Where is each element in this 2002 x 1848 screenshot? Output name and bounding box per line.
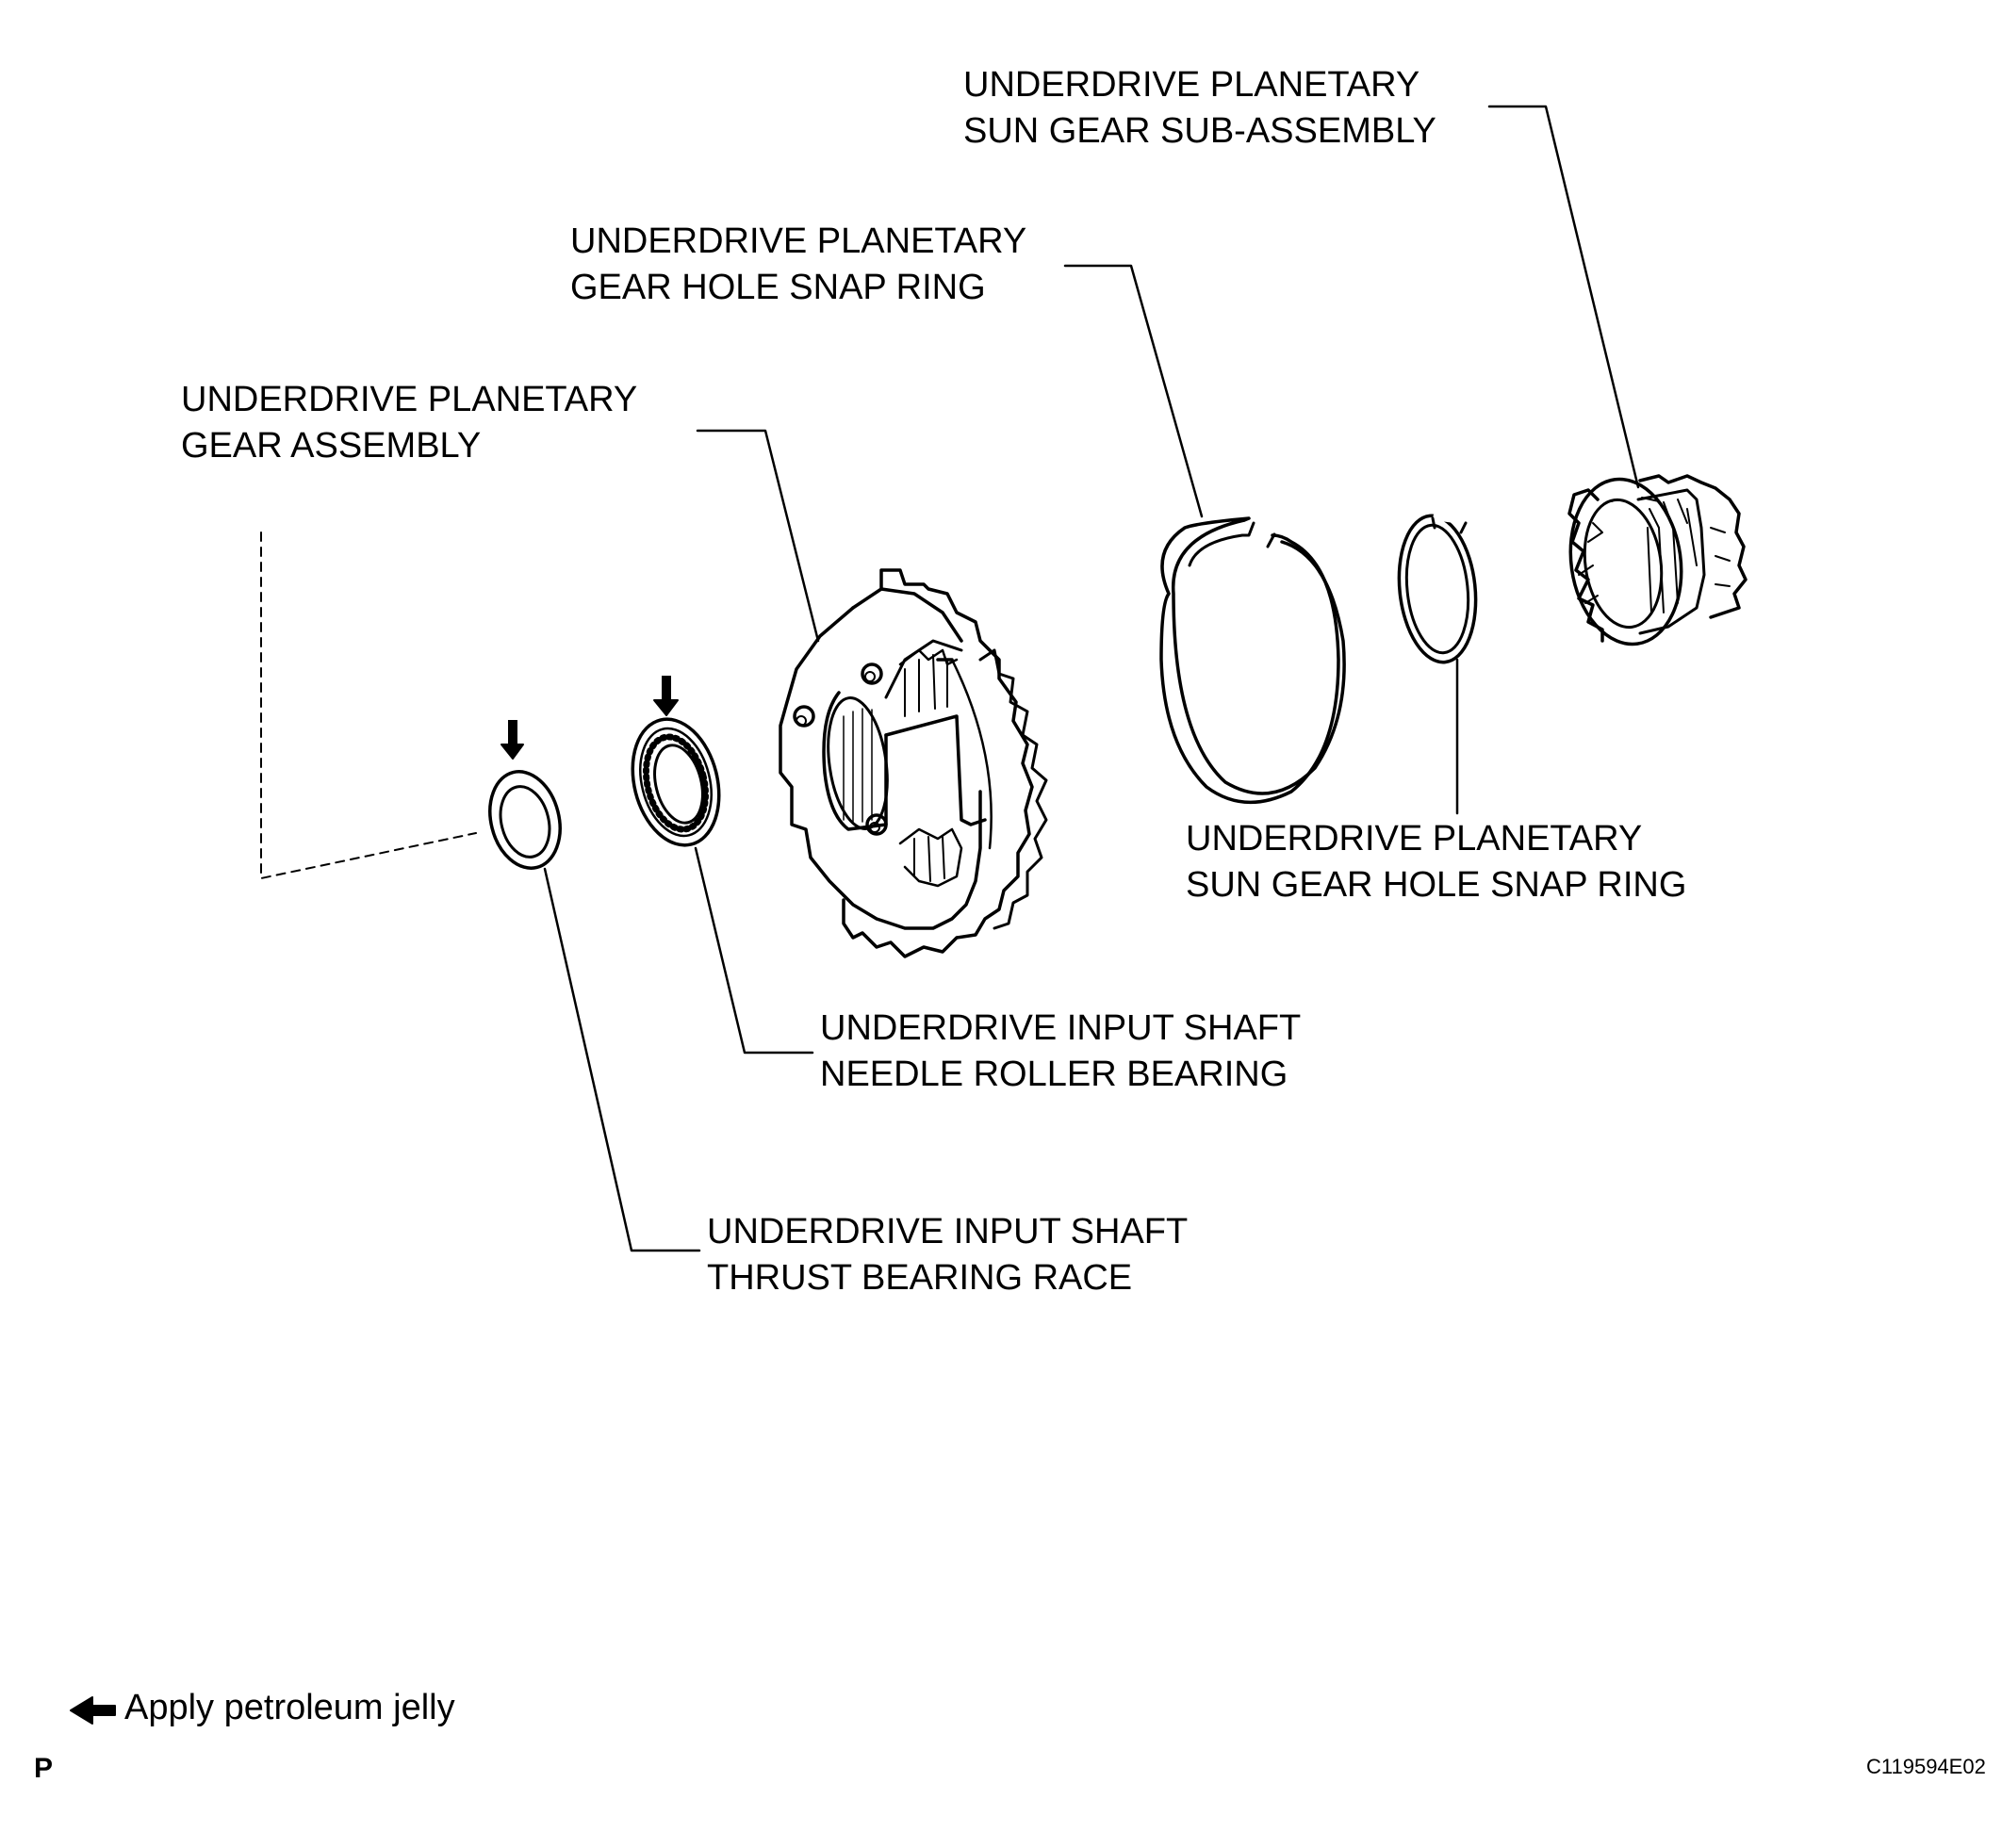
planetary-gear-assembly — [779, 568, 1048, 958]
thrust-bearing-race — [488, 770, 562, 870]
centerline-dashed — [260, 532, 477, 879]
label-gear-assembly: UNDERDRIVE PLANETARY GEAR ASSEMBLY — [181, 377, 637, 469]
label-line: UNDERDRIVE PLANETARY — [963, 65, 1420, 105]
figure-code: C119594E02 — [1866, 1755, 1986, 1778]
label-line: UNDERDRIVE INPUT SHAFT — [707, 1212, 1189, 1251]
jelly-arrow-marker-2 — [653, 699, 679, 716]
label-line: UNDERDRIVE PLANETARY — [1186, 819, 1643, 859]
leader-gear-hole-snap-ring — [1063, 264, 1204, 518]
footer-left-mark: P — [34, 1753, 54, 1784]
label-line: SUN GEAR HOLE SNAP RING — [1186, 865, 1687, 905]
gear-hole-snap-ring — [1159, 516, 1346, 805]
leader-gear-assembly — [696, 429, 820, 643]
label-needle-roller-bearing: UNDERDRIVE INPUT SHAFT NEEDLE ROLLER BEA… — [820, 1006, 1301, 1098]
label-sun-gear-sub-assembly: UNDERDRIVE PLANETARY SUN GEAR SUB-ASSEMB… — [963, 62, 1436, 155]
needle-roller-bearing — [631, 717, 721, 847]
leader-thrust-bearing-race — [543, 867, 701, 1252]
sun-gear-hole-snap-ring — [1397, 512, 1478, 664]
label-line: GEAR HOLE SNAP RING — [570, 268, 986, 307]
label-gear-hole-snap-ring: UNDERDRIVE PLANETARY GEAR HOLE SNAP RING — [570, 219, 1026, 311]
label-thrust-bearing-race: UNDERDRIVE INPUT SHAFT THRUST BEARING RA… — [707, 1209, 1188, 1301]
label-line: UNDERDRIVE PLANETARY — [181, 380, 638, 419]
sun-gear-sub-assembly — [1567, 474, 1748, 646]
leader-sun-gear-sub — [1487, 105, 1640, 489]
label-line: NEEDLE ROLLER BEARING — [820, 1055, 1288, 1094]
leader-needle-roller-bearing — [694, 846, 814, 1055]
label-line: GEAR ASSEMBLY — [181, 426, 482, 466]
label-line: UNDERDRIVE PLANETARY — [570, 221, 1027, 261]
jelly-arrow-marker-1 — [500, 744, 524, 760]
label-line: THRUST BEARING RACE — [707, 1258, 1133, 1298]
legend-apply-petroleum-jelly: Apply petroleum jelly — [124, 1688, 455, 1727]
jelly-arrow-stem-1 — [508, 720, 517, 746]
jelly-arrow-stem-2 — [662, 676, 671, 702]
arrow-left-icon — [70, 1696, 116, 1725]
label-line: SUN GEAR SUB-ASSEMBLY — [963, 111, 1436, 151]
label-sun-gear-hole-snap-ring: UNDERDRIVE PLANETARY SUN GEAR HOLE SNAP … — [1186, 816, 1686, 908]
label-line: UNDERDRIVE INPUT SHAFT — [820, 1008, 1302, 1048]
leader-lines — [543, 105, 1640, 1252]
